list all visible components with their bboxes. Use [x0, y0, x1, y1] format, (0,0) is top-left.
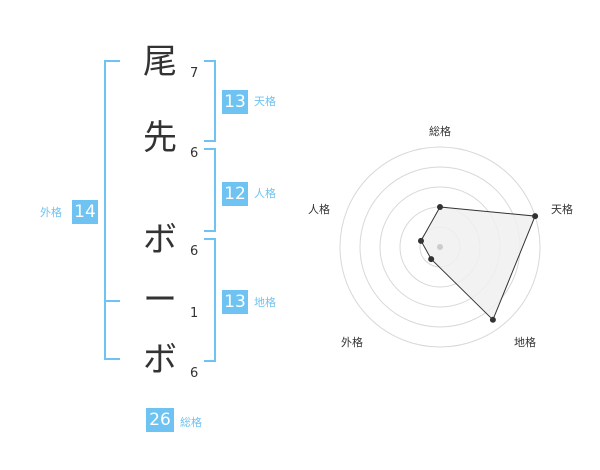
soukaku-label: 総格 [180, 416, 202, 429]
stroke-count-5: 6 [190, 366, 199, 381]
name-char-5: ボ [143, 340, 177, 380]
soukaku-value: 26 [146, 408, 174, 432]
radar-axis-jinkaku: 人格 [308, 202, 330, 216]
radar-center-dot [437, 244, 443, 250]
tenkaku-value: 13 [222, 90, 248, 114]
radar-point-4 [428, 256, 435, 263]
tenkaku-label: 天格 [254, 95, 276, 108]
chikaku-label: 地格 [254, 296, 276, 309]
gaikaku-bracket-upper [104, 60, 120, 302]
jinkaku-value: 12 [222, 182, 248, 206]
chikaku-bracket [204, 238, 216, 362]
radar-point-3 [489, 316, 496, 323]
radar-axis-chikaku: 地格 [514, 335, 536, 349]
jinkaku-label: 人格 [254, 187, 276, 200]
radar-axis-tenkaku: 天格 [551, 202, 573, 216]
radar-point-5 [417, 237, 424, 244]
name-char-3: ボ [143, 220, 177, 260]
name-char-4: ー [143, 280, 177, 320]
chikaku-value: 13 [222, 290, 248, 314]
stroke-count-1: 7 [190, 66, 199, 81]
tenkaku-bracket [204, 60, 216, 142]
radar-polygon [420, 206, 536, 321]
radar-point-1 [437, 204, 443, 210]
stroke-count-4: 1 [190, 306, 199, 321]
name-char-2: 先 [143, 118, 177, 158]
gaikaku-label: 外格 [40, 206, 62, 219]
gaikaku-bracket-lower [104, 298, 120, 360]
jinkaku-bracket [204, 148, 216, 232]
radar-axis-gaikaku: 外格 [341, 335, 363, 349]
stroke-count-3: 6 [190, 244, 199, 259]
radar-ring-5 [339, 146, 541, 348]
radar-point-2 [532, 213, 539, 220]
gaikaku-value: 14 [72, 200, 98, 224]
radar-axis-soukaku: 総格 [429, 124, 451, 138]
stroke-count-2: 6 [190, 146, 199, 161]
name-char-1: 尾 [143, 42, 177, 82]
